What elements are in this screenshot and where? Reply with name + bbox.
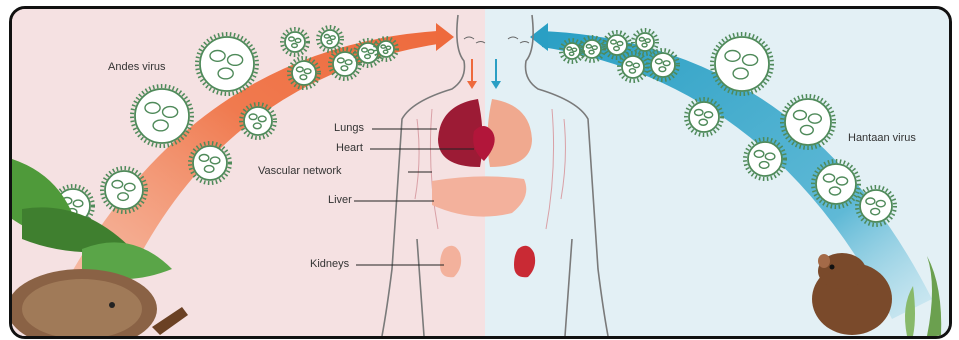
liver-label: Liver [328,194,352,206]
virus-particle [860,190,892,222]
andes-arrow-head [436,23,454,51]
diagram-frame: Andes virus Hantaan virus Lungs Heart Va… [9,6,952,339]
illustration [12,9,949,336]
virus-particle [748,142,782,176]
virus-particle [689,102,719,132]
heart-label: Heart [336,142,363,154]
kidneys-label: Kidneys [310,258,349,270]
virus-particle [292,61,316,85]
nostril-marks [464,37,529,43]
virus-particle [715,37,769,91]
virus-particle [333,52,357,76]
kidney-left [440,246,461,277]
virus-particle [651,53,675,77]
andes-virus-label: Andes virus [108,61,165,73]
lungs-right [487,99,532,167]
virus-particle [816,164,856,204]
hantaan-virus-label: Hantaan virus [848,132,916,144]
liver [432,176,526,216]
vascular-network-label: Vascular network [258,165,342,177]
lungs-label: Lungs [334,122,364,134]
virus-particle [244,107,272,135]
virus-particle [105,171,143,209]
kidney-right [514,246,535,277]
virus-particle [135,89,189,143]
virus-particle [785,99,831,145]
virus-particle [200,37,254,91]
virus-particle [193,146,227,180]
